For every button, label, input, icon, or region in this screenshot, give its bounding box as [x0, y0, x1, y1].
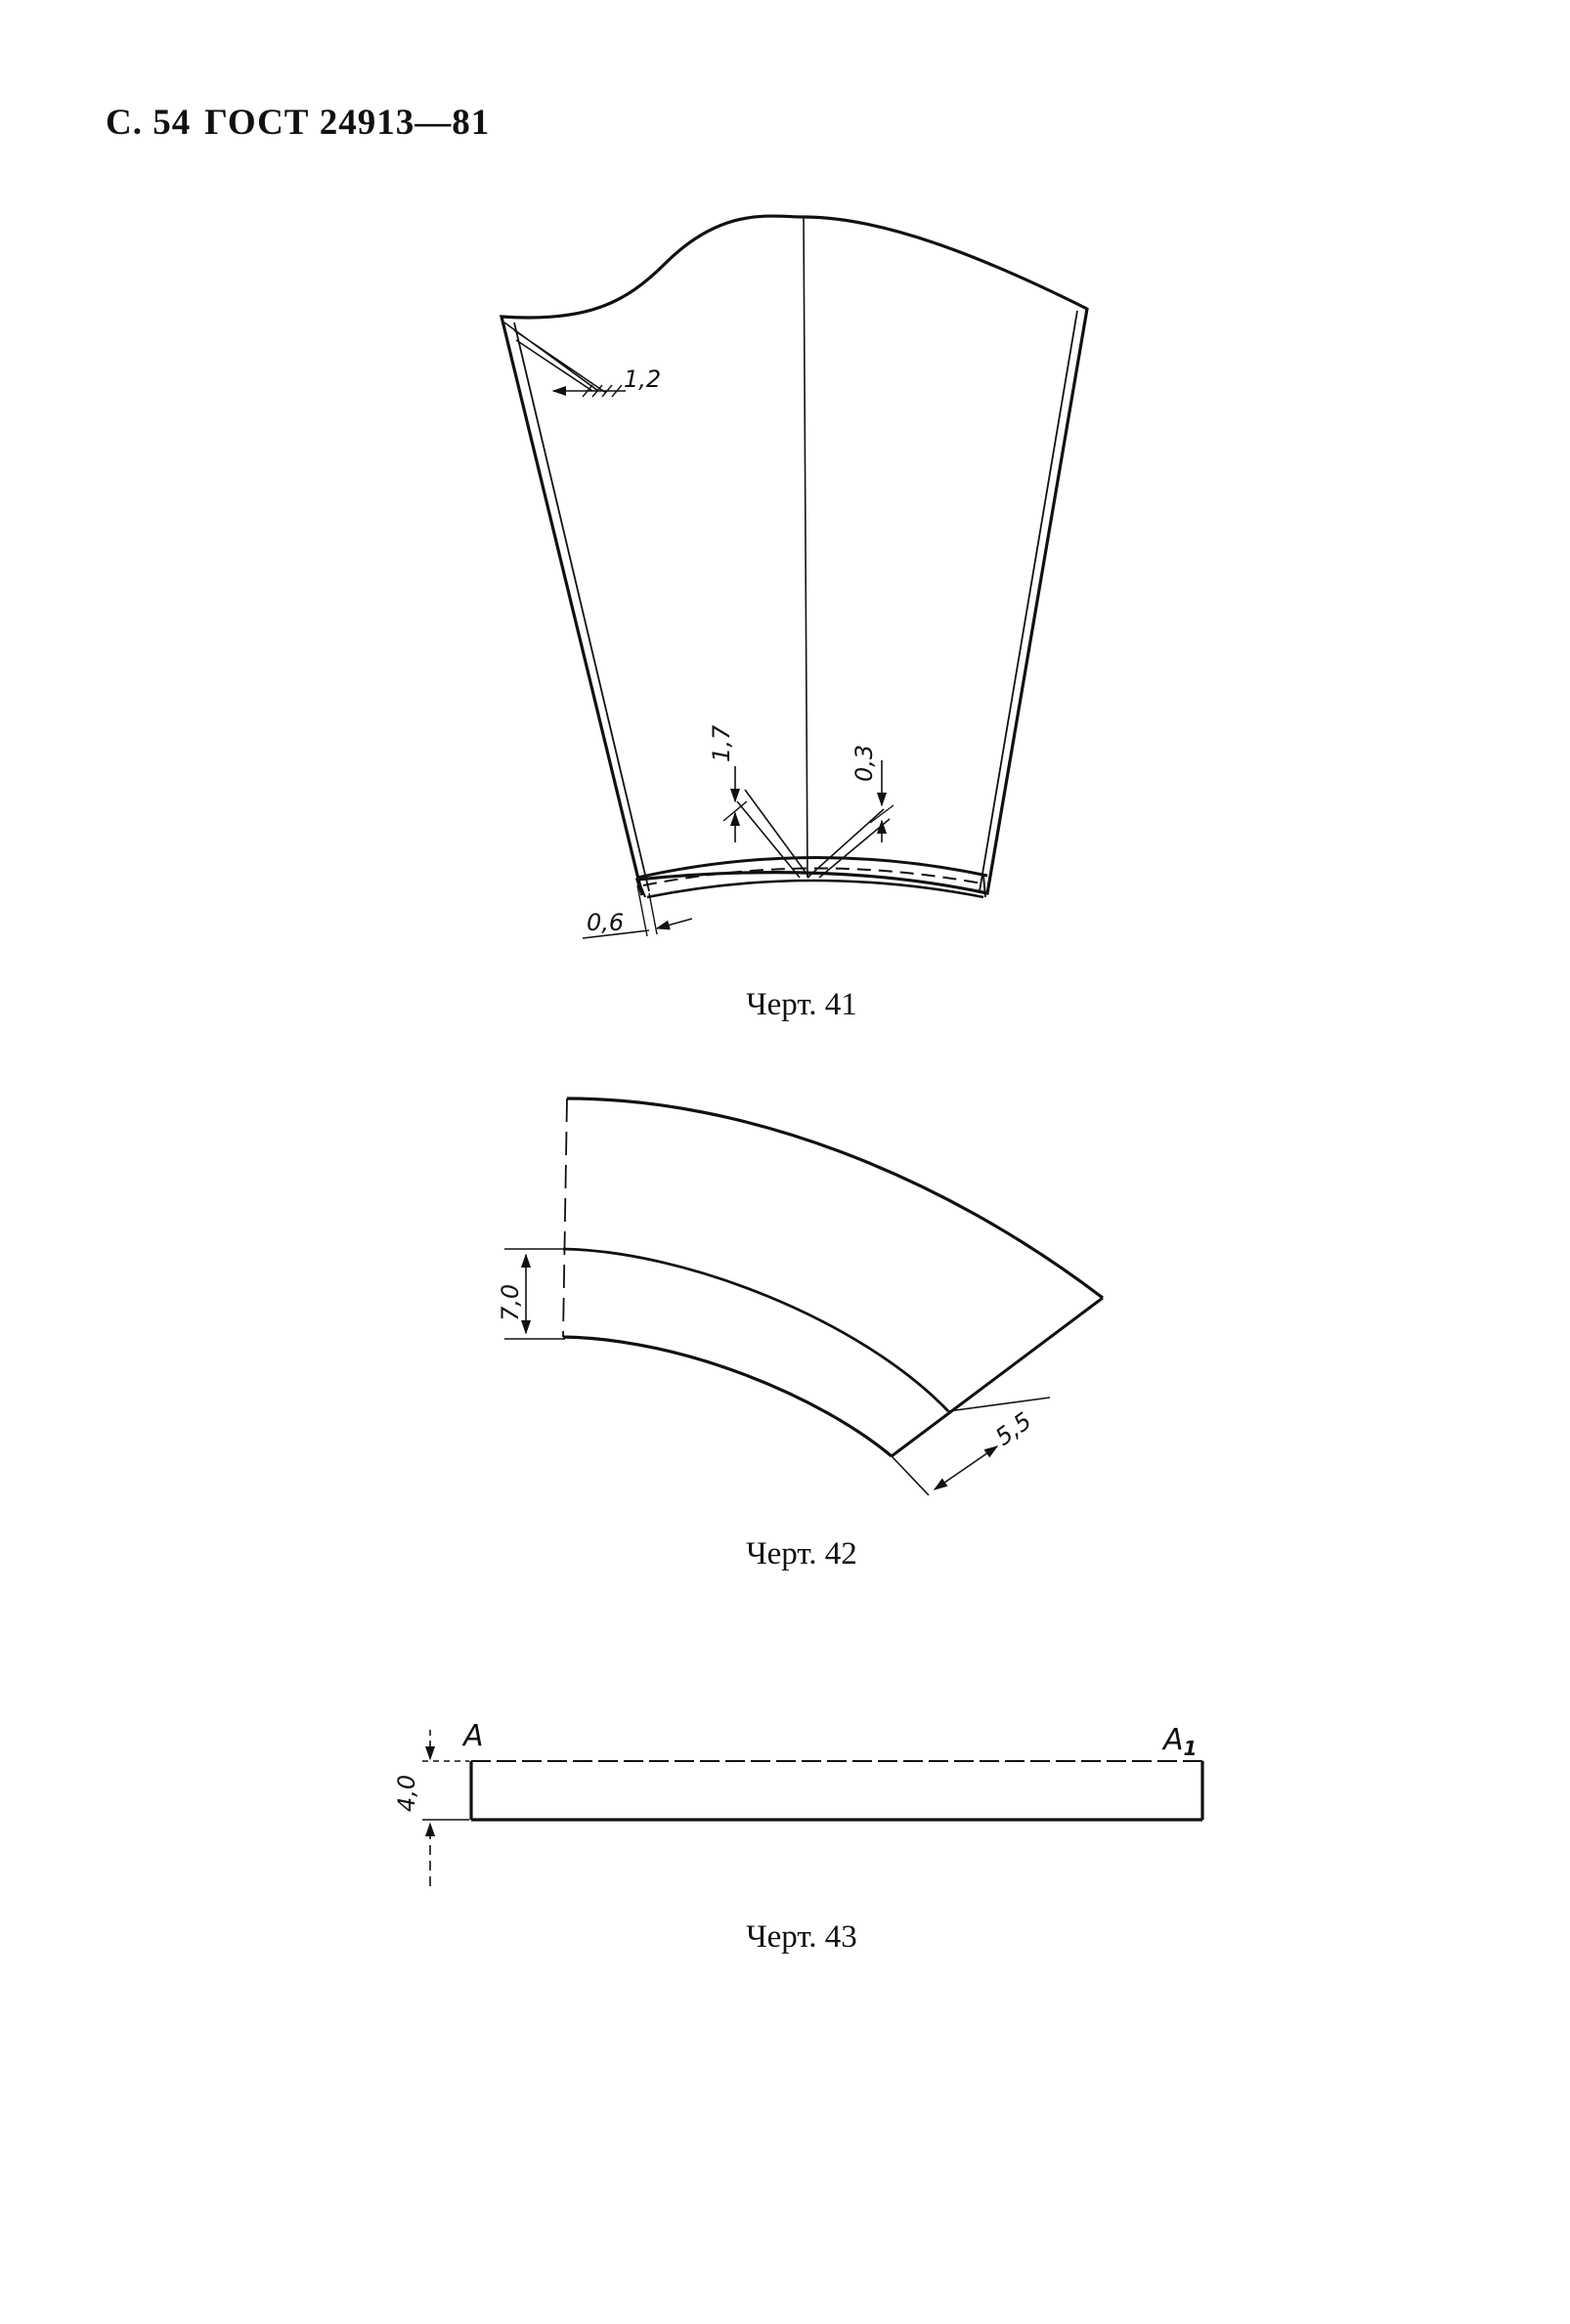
hem-band-bottom [646, 879, 984, 899]
point-a1-subscript: 1 [1184, 1737, 1198, 1760]
page-number: С. 54 [106, 103, 192, 143]
figure-43-strip [422, 1730, 1204, 1886]
dim-0-3-base [869, 804, 894, 824]
point-a1-main: A [1161, 1723, 1184, 1757]
figure-41-caption: Черт. 41 [746, 987, 857, 1022]
point-a-label: A [461, 1719, 484, 1753]
figure-41-sleeve [499, 214, 1089, 939]
center-cross-lines [736, 789, 891, 879]
dim-1-2-label: 1,2 [624, 366, 661, 393]
dim-5-5-label: 5,5 [990, 1407, 1036, 1451]
sleeve-right-seam [979, 310, 1078, 892]
band-middle-edge [562, 1247, 950, 1412]
sleeve-outline [499, 214, 1089, 896]
hem-band-top [636, 856, 988, 880]
dim-0-6-label: 0,6 [587, 909, 624, 936]
point-a1-label: A1 [1161, 1723, 1197, 1760]
band-top-edge [566, 1097, 1104, 1300]
dim-1-7-base [722, 800, 748, 822]
dim-0-6-ext-right [648, 892, 658, 935]
dim-5-5-ext-a [947, 1397, 1051, 1412]
dim-7-0-label: 7,0 [497, 1284, 524, 1321]
hem-right-tick [982, 875, 986, 898]
dim-0-6-underline [582, 929, 650, 939]
band-left-dashed [562, 1097, 568, 1338]
corner-fold-lines [503, 322, 607, 394]
hem-left-tick [636, 877, 646, 898]
dim-1-2-hatch [582, 384, 623, 398]
figure-43-caption: Черт. 43 [746, 1919, 857, 1955]
dim-5-5-line [933, 1445, 999, 1490]
sleeve-center-line [803, 216, 808, 879]
dim-0-6-ext-left [636, 884, 648, 937]
band-diagonal-end [891, 1296, 1104, 1458]
dim-0-3-label: 0,3 [850, 745, 878, 782]
dim-4-0-label: 4,0 [393, 1775, 420, 1812]
dim-0-6-arrow [655, 918, 693, 930]
figure-42-caption: Черт. 42 [746, 1536, 857, 1571]
dim-1-7-label: 1,7 [708, 724, 735, 762]
sleeve-left-seam [513, 322, 650, 892]
page-header: С. 54 ГОСТ 24913—81 [106, 102, 503, 144]
figure-42-band [504, 1097, 1104, 1496]
standard-designation: ГОСТ 24913—81 [204, 103, 491, 143]
dim-5-5-ext-b [891, 1455, 930, 1496]
hem-band-dashed [642, 867, 982, 886]
band-bottom-edge [562, 1335, 894, 1458]
